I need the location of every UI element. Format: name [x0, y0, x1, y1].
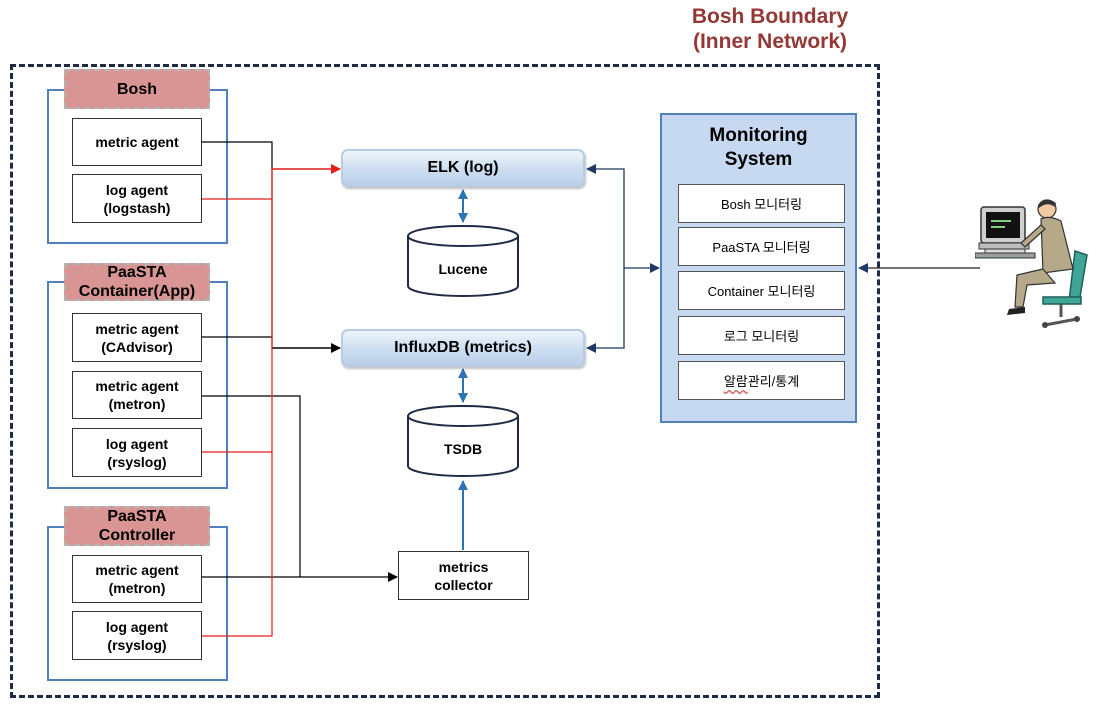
lucene-store: Lucene	[406, 224, 520, 298]
container-metric-agent-metron: metric agent (metron)	[72, 371, 202, 419]
elk-store: ELK (log)	[341, 149, 585, 187]
controller-metric-agent-metron: metric agent (metron)	[72, 555, 202, 603]
monitoring-item-container: Container 모니터링	[678, 271, 845, 310]
influxdb-store: InfluxDB (metrics)	[341, 329, 585, 367]
monitoring-system-panel: Monitoring System Bosh 모니터링 PaaSTA 모니터링 …	[660, 113, 857, 423]
controller-group-header: PaaSTA Controller	[64, 506, 210, 546]
monitoring-system-title: Monitoring System	[709, 125, 808, 170]
tsdb-store: TSDB	[406, 404, 520, 478]
container-group-header: PaaSTA Container(App)	[64, 263, 210, 301]
container-log-agent-rsyslog: log agent (rsyslog)	[72, 428, 202, 477]
monitoring-item-alarm-suffix: 관리/통계	[747, 374, 800, 389]
user-at-computer-icon	[974, 199, 1088, 328]
bosh-boundary-frame	[10, 64, 880, 698]
monitoring-item-bosh: Bosh 모니터링	[678, 184, 845, 223]
metrics-collector: metrics collector	[398, 551, 529, 600]
bosh-log-agent: log agent (logstash)	[72, 174, 202, 223]
monitoring-item-log: 로그 모니터링	[678, 316, 845, 355]
boundary-title: Bosh Boundary (Inner Network)	[650, 4, 890, 54]
controller-log-agent-rsyslog: log agent (rsyslog)	[72, 611, 202, 660]
tsdb-label: TSDB	[443, 441, 483, 457]
database-cylinder-icon	[407, 405, 519, 477]
boundary-title-line1: Bosh Boundary	[691, 5, 849, 28]
monitoring-item-alarm-prefix: 알람	[723, 374, 748, 389]
user-at-computer	[974, 185, 1093, 330]
database-cylinder-icon	[407, 225, 519, 297]
bosh-group-header: Bosh	[64, 69, 210, 109]
container-metric-agent-cadvisor: metric agent (CAdvisor)	[72, 313, 202, 362]
boundary-title-line2: (Inner Network)	[692, 30, 847, 53]
monitoring-item-alarm: 알람 관리/통계	[678, 361, 845, 400]
bosh-metric-agent: metric agent	[72, 118, 202, 166]
monitoring-item-paasta: PaaSTA 모니터링	[678, 227, 845, 266]
lucene-label: Lucene	[438, 261, 488, 277]
